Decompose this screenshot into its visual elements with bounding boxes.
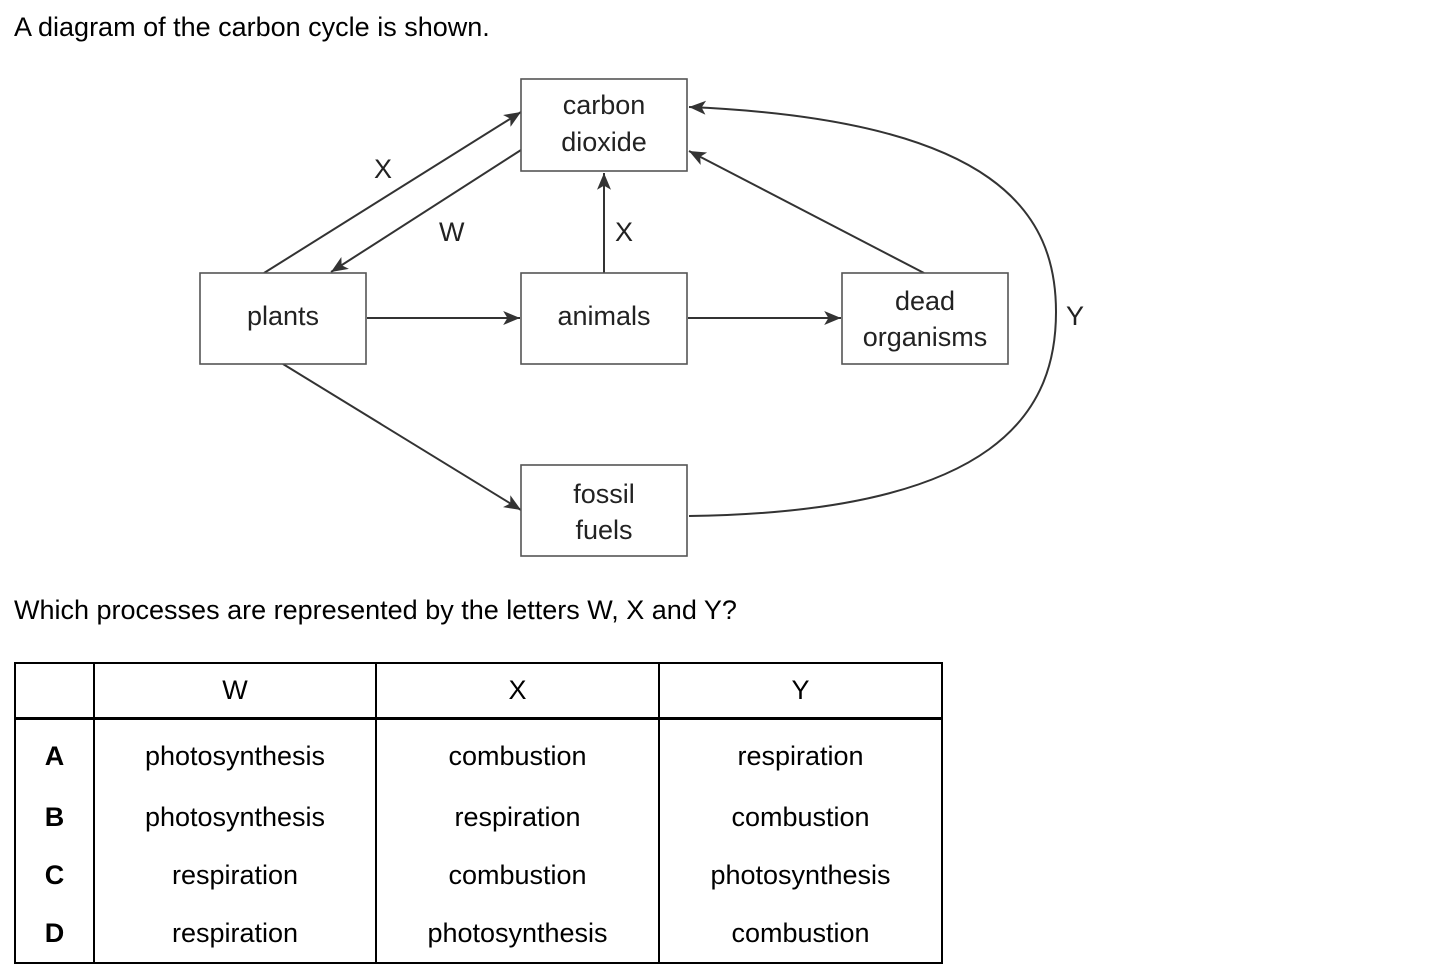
- cell-y: combustion: [658, 904, 943, 964]
- option-letter: A: [14, 718, 95, 788]
- label-x-plants: X: [374, 154, 392, 184]
- node-fossil-line2: fuels: [575, 515, 632, 545]
- table-row: B photosynthesis respiration combustion: [14, 788, 943, 846]
- header-x: X: [375, 662, 660, 720]
- node-co2-line1: carbon: [563, 90, 646, 120]
- node-plants: plants: [199, 272, 367, 365]
- arrow-plants-to-co2: [263, 111, 522, 274]
- arrow-fossil-to-co2: [688, 100, 1058, 517]
- node-animals: animals: [520, 272, 688, 365]
- node-dead-line1: dead: [895, 286, 955, 316]
- node-carbon-dioxide: carbon dioxide: [520, 78, 688, 172]
- question-text: Which processes are represented by the l…: [14, 595, 737, 625]
- cell-w: respiration: [93, 904, 377, 964]
- arrow-dead-to-co2: [688, 150, 925, 274]
- cell-y: photosynthesis: [658, 846, 943, 904]
- node-dead-line2: organisms: [863, 322, 988, 352]
- table-row: C respiration combustion photosynthesis: [14, 846, 943, 904]
- node-co2-line2: dioxide: [561, 127, 647, 157]
- header-w: W: [93, 662, 377, 720]
- node-fossil-line1: fossil: [573, 479, 635, 509]
- table-row: D respiration photosynthesis combustion: [14, 904, 943, 964]
- node-animals-label: animals: [557, 301, 650, 331]
- arrow-co2-to-plants: [330, 149, 522, 273]
- cell-y: combustion: [658, 788, 943, 846]
- cell-x: respiration: [375, 788, 660, 846]
- header-option: [14, 662, 95, 720]
- cell-x: combustion: [375, 846, 660, 904]
- node-plants-label: plants: [247, 301, 319, 331]
- cell-y: respiration: [658, 718, 943, 788]
- label-w: W: [439, 217, 465, 247]
- cell-w: photosynthesis: [93, 718, 377, 788]
- option-letter: D: [14, 904, 95, 964]
- carbon-cycle-diagram: X W X Y carbon dioxide plants animals de…: [199, 78, 1084, 557]
- cell-x: photosynthesis: [375, 904, 660, 964]
- cell-w: respiration: [93, 846, 377, 904]
- table-header-row: W X Y: [14, 662, 943, 720]
- header-y: Y: [658, 662, 943, 720]
- table-row: A photosynthesis combustion respiration: [14, 718, 943, 788]
- node-dead-organisms: dead organisms: [841, 272, 1009, 365]
- cell-w: photosynthesis: [93, 788, 377, 846]
- option-letter: B: [14, 788, 95, 846]
- label-y: Y: [1066, 301, 1084, 331]
- option-letter: C: [14, 846, 95, 904]
- answer-table: W X Y A photosynthesis combustion respir…: [14, 662, 943, 964]
- cell-x: combustion: [375, 718, 660, 788]
- label-x-animals: X: [615, 217, 633, 247]
- intro-text: A diagram of the carbon cycle is shown.: [14, 12, 490, 42]
- node-fossil-fuels: fossil fuels: [520, 464, 688, 557]
- arrow-plants-to-fossil: [282, 363, 522, 511]
